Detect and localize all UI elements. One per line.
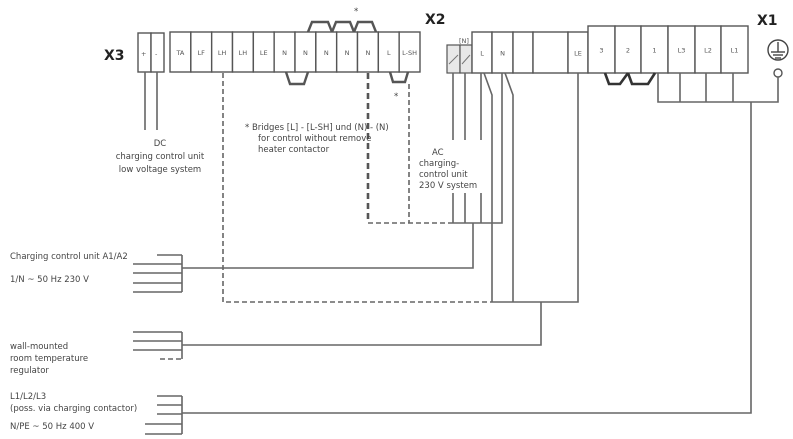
svg-text:Charging control unit A1/A2: Charging control unit A1/A2 (10, 252, 128, 262)
x3-label: X3 (104, 48, 125, 64)
terminal-label: LH (239, 49, 248, 57)
svg-text:for control without remove: for control without remove (258, 134, 372, 144)
small-terminal-label: [N] (459, 37, 469, 45)
terminal-label: L (387, 49, 391, 57)
terminal-label: N (303, 49, 308, 57)
terminal-label: TA (175, 49, 184, 57)
x2-label: X2 (425, 12, 446, 28)
svg-text:charging-: charging- (419, 159, 459, 169)
svg-text:low voltage system: low voltage system (119, 165, 201, 175)
svg-text:(poss. via charging contactor): (poss. via charging contactor) (10, 404, 137, 414)
asterisk-bottom: * (394, 92, 398, 102)
x1-label: X1 (757, 13, 778, 29)
terminal-label: N (324, 49, 329, 57)
room-regulator-source: wall-mounted room temperature regulator (10, 331, 183, 376)
earth-icon (767, 39, 789, 61)
terminal-label: L-SH (402, 49, 417, 57)
terminal-label: LE (574, 50, 582, 58)
svg-text:room temperature: room temperature (10, 354, 88, 364)
svg-text:L1/L2/L3: L1/L2/L3 (10, 392, 46, 402)
svg-text:heater contactor: heater contactor (258, 145, 330, 155)
x1-terminal-block: L N LE 3 2 1 L3 L2 L1 (471, 25, 749, 74)
svg-text:230 V system: 230 V system (419, 181, 477, 191)
svg-text:N/PE ~ 50 Hz 400 V: N/PE ~ 50 Hz 400 V (10, 422, 94, 432)
terminal-label: N (500, 50, 505, 58)
terminal-label: N (365, 49, 370, 57)
terminal-label: L2 (704, 47, 712, 55)
svg-text:DC: DC (154, 139, 167, 149)
terminal-label: 3 (599, 47, 603, 55)
svg-text:1/N ~ 50 Hz 230 V: 1/N ~ 50 Hz 230 V (10, 275, 89, 285)
terminal-label: 1 (652, 47, 656, 55)
terminal-label: L3 (678, 47, 686, 55)
x3-terminal-block: + - (137, 32, 165, 73)
terminal-label: N (282, 49, 287, 57)
terminal-label: L1 (731, 47, 739, 55)
x3-terminal: + (141, 50, 146, 58)
ac-text: AC charging- control unit 230 V system (419, 148, 477, 191)
mains-supply-source: L1/L2/L3 (poss. via charging contactor) … (10, 392, 183, 435)
svg-text:AC: AC (432, 148, 444, 158)
x2-terminal-block: TA LF LH LH LE N N N N N L L-SH (169, 31, 421, 73)
terminal-label: LF (198, 49, 206, 57)
asterisk-top: * (354, 7, 358, 17)
terminal-label: L (480, 50, 484, 58)
svg-text:wall-mounted: wall-mounted (10, 342, 68, 352)
svg-text:control unit: control unit (419, 170, 468, 180)
svg-text:regulator: regulator (10, 366, 49, 376)
charging-unit-source: Charging control unit A1/A2 1/N ~ 50 Hz … (10, 252, 183, 293)
svg-text:* Bridges [L] - [L-SH] und (N): * Bridges [L] - [L-SH] und (N) - (N) (245, 123, 389, 133)
terminal-label: N (345, 49, 350, 57)
terminal-label: LE (260, 49, 268, 57)
terminal-label: 2 (626, 47, 630, 55)
svg-text:charging control unit: charging control unit (116, 152, 205, 162)
terminal-label: LH (218, 49, 227, 57)
dc-text: DC charging control unit low voltage sys… (116, 139, 205, 175)
x3-terminal: - (155, 50, 158, 58)
bridges-note: * Bridges [L] - [L-SH] und (N) - (N) for… (245, 123, 389, 155)
